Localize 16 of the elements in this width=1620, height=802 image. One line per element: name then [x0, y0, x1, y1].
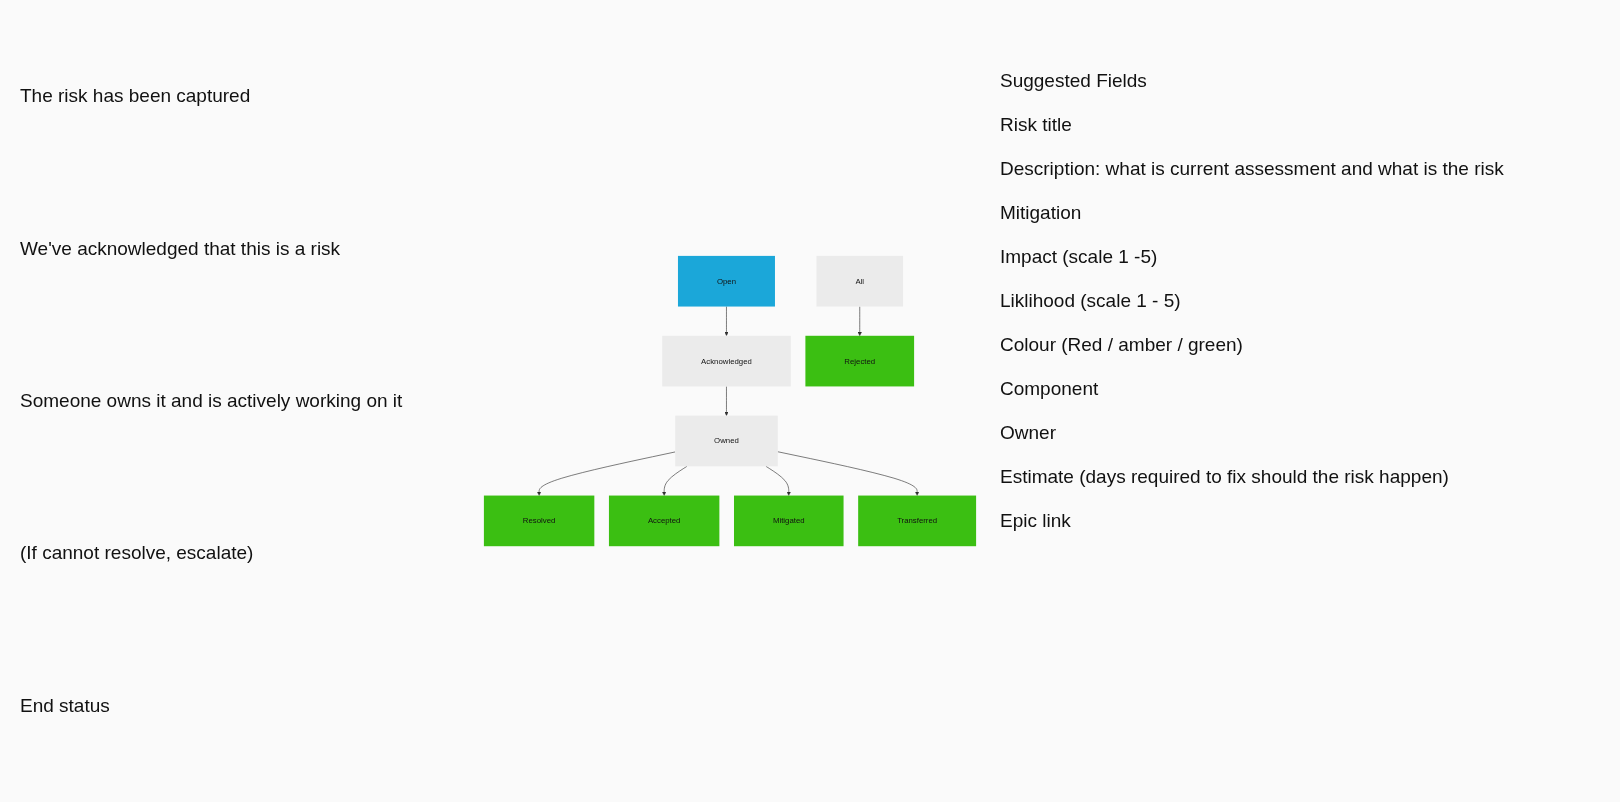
field-item: Epic link — [1000, 510, 1072, 532]
row-note: (If cannot resolve, escalate) — [20, 542, 255, 565]
field-item: Impact (scale 1 -5) — [1000, 246, 1159, 268]
field-item: Liklihood (scale 1 - 5) — [1000, 290, 1182, 312]
field-item: Owner — [1000, 422, 1057, 444]
row-note: End status — [20, 694, 111, 717]
field-item: Colour (Red / amber / green) — [1000, 334, 1244, 356]
field-item: Risk title — [1000, 114, 1073, 136]
field-item: Estimate (days required to fix should the risk happen) — [1000, 466, 1450, 488]
field-item: Mitigation — [1000, 202, 1083, 224]
field-item: Description: what is current assessment and what is the risk — [1000, 158, 1505, 180]
field-item: Component — [1000, 378, 1100, 400]
row-note: The risk has been captured — [20, 85, 252, 108]
row-note: We've acknowledged that this is a risk — [20, 237, 342, 260]
row-note: Someone owns it and is actively working on it — [20, 389, 404, 412]
field-item: Suggested Fields — [1000, 70, 1148, 92]
